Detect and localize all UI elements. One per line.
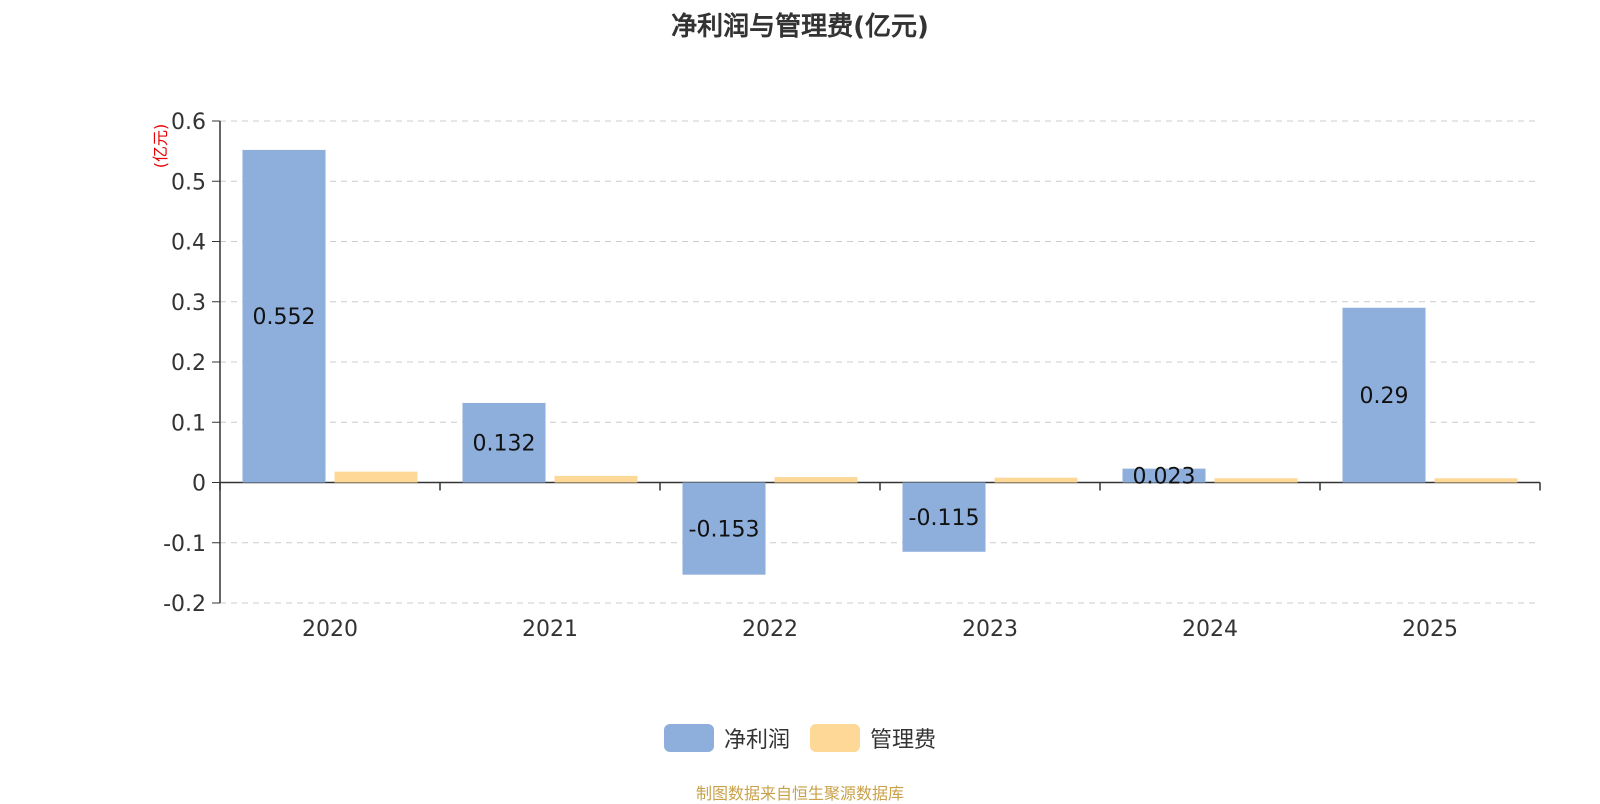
x-tick-label: 2021 xyxy=(522,617,578,642)
bar-management-fee xyxy=(774,477,858,483)
y-axis-label: (亿元) xyxy=(151,124,170,169)
y-tick-label: 0.6 xyxy=(171,110,206,135)
bar-net-profit xyxy=(1342,307,1426,483)
bar-net-profit xyxy=(462,402,546,483)
y-tick-label: 0.1 xyxy=(171,411,206,436)
x-tick-label: 2024 xyxy=(1182,617,1238,642)
data-label: 0.29 xyxy=(1360,384,1409,409)
y-tick-label: 0 xyxy=(192,472,206,497)
y-tick-label: -0.1 xyxy=(163,532,206,557)
bar-management-fee xyxy=(1214,478,1298,483)
x-tick-label: 2022 xyxy=(742,617,798,642)
y-tick-label: 0.3 xyxy=(171,291,206,316)
y-tick-label: -0.2 xyxy=(163,592,206,617)
x-tick-label: 2020 xyxy=(302,617,358,642)
data-label: 0.132 xyxy=(473,432,536,457)
y-tick-label: 0.4 xyxy=(171,231,206,256)
y-tick-label: 0.2 xyxy=(171,351,206,376)
bar-management-fee xyxy=(1434,478,1518,483)
data-source-note: 制图数据来自恒生聚源数据库 xyxy=(695,784,904,803)
bar-management-fee xyxy=(334,471,418,483)
data-label: 0.023 xyxy=(1133,465,1196,490)
data-label: -0.153 xyxy=(689,518,760,543)
data-label: 0.552 xyxy=(253,305,316,330)
bar-management-fee xyxy=(554,475,638,483)
y-tick-label: 0.5 xyxy=(171,170,206,195)
chart-title: 净利润与管理费(亿元) xyxy=(671,12,929,42)
data-label: -0.115 xyxy=(909,506,980,531)
x-tick-label: 2023 xyxy=(962,617,1018,642)
legend-item-net-profit[interactable]: 净利润 xyxy=(663,722,790,754)
legend-swatch-net-profit xyxy=(663,724,714,752)
legend-swatch-management-fee xyxy=(810,724,860,752)
legend-item-management-fee[interactable]: 管理费 xyxy=(810,722,936,754)
bar-management-fee xyxy=(994,477,1078,483)
legend-label-net-profit: 净利润 xyxy=(723,728,790,753)
bar-net-profit xyxy=(902,482,986,552)
x-tick-label: 2025 xyxy=(1402,617,1458,642)
bar-net-profit xyxy=(242,149,326,483)
legend: 净利润 管理费 xyxy=(0,722,1600,754)
legend-label-management-fee: 管理费 xyxy=(870,728,937,753)
bar-net-profit xyxy=(1122,468,1206,483)
bar-net-profit xyxy=(682,482,766,575)
